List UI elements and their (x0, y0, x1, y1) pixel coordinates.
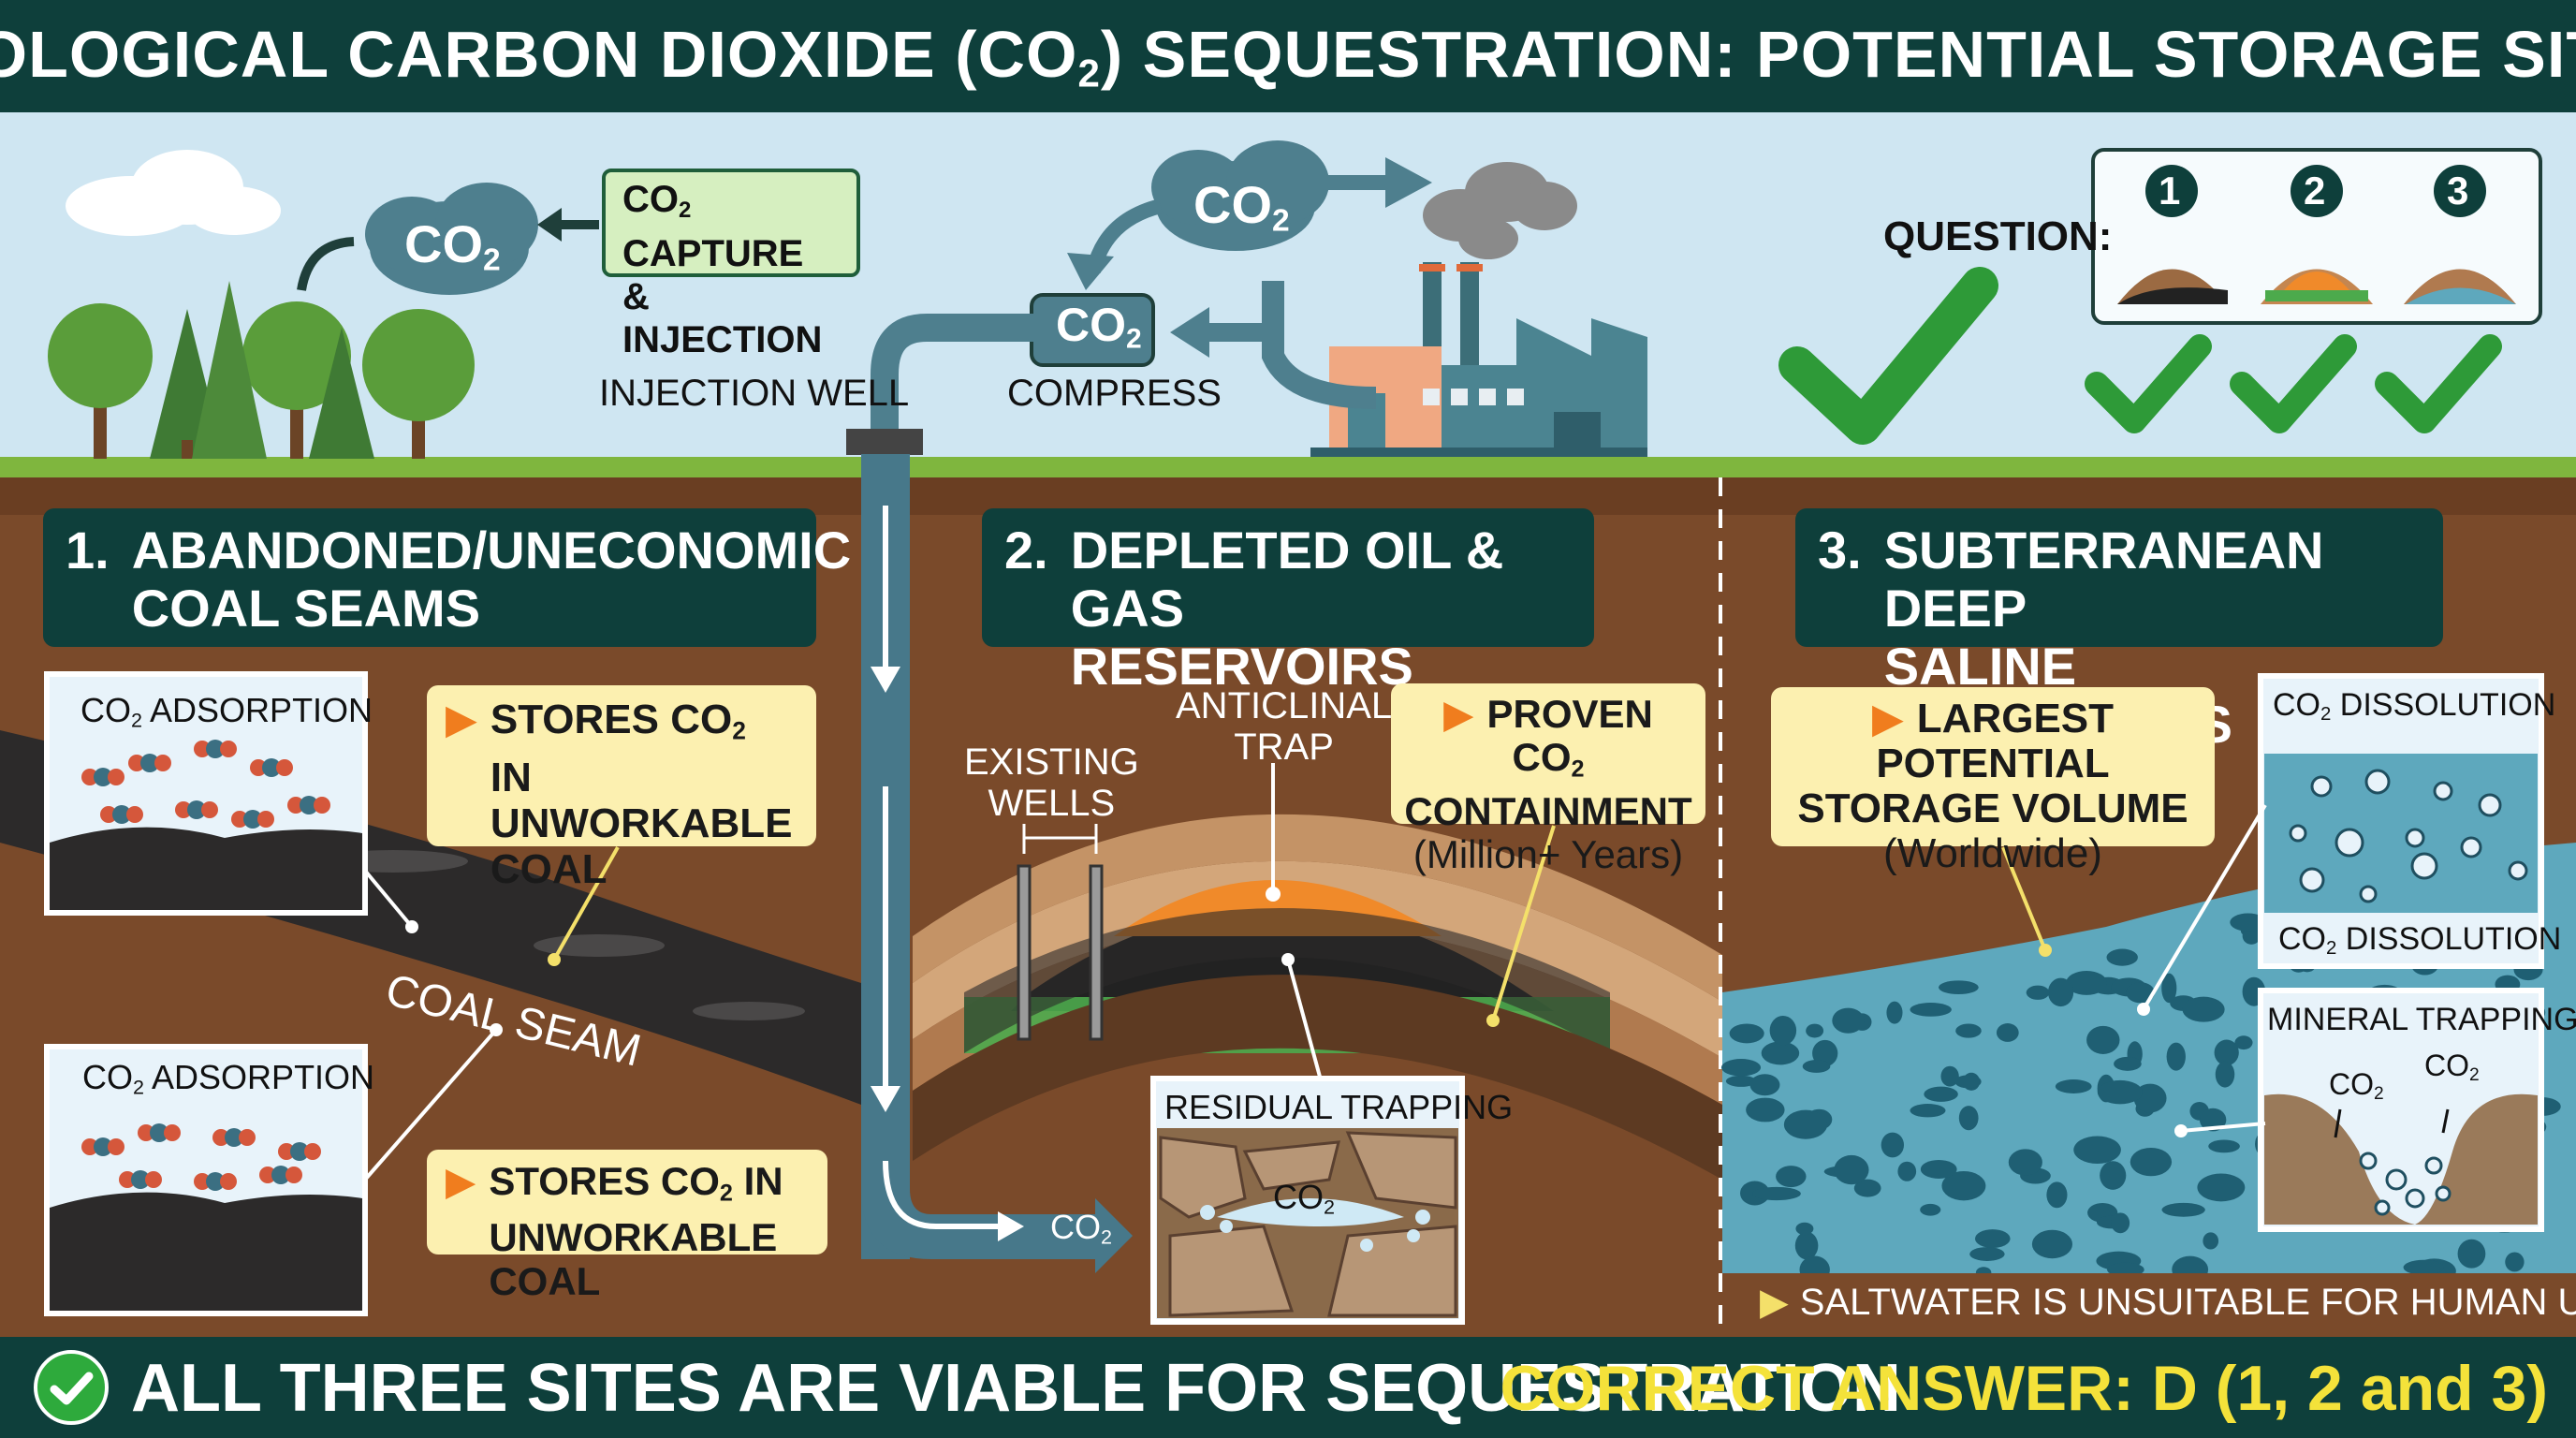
correct-answer-text: CORRECT ANSWER: D (1, 2 and 3) (1500, 1353, 2548, 1424)
question-icons (2117, 165, 2516, 304)
question-box (2091, 148, 2542, 325)
forest (48, 281, 475, 459)
co2-cloud-top-label: CO2 (1193, 175, 1290, 239)
coal-inset-2 (44, 1044, 368, 1316)
residual-trapping-title: RESIDUAL TRAPPING (1164, 1088, 1514, 1126)
existing-wells (1017, 824, 1104, 1041)
small-check-icons (2085, 334, 2502, 433)
coal-inset-2-title: CO2 ADSORPTION (82, 1058, 375, 1099)
coal-inset-1 (44, 671, 368, 916)
residual-co2-label: CO2 (1273, 1178, 1336, 1219)
mineral-co2-b: CO2 (2424, 1049, 2480, 1085)
question-option-2: 2 (2304, 169, 2326, 213)
well-outlet-label: CO2 (1050, 1208, 1113, 1249)
oil-note: ▶PROVEN CO2 CONTAINMENT (Million+ Years) (1391, 683, 1705, 876)
mineral-trapping-inset (2258, 988, 2544, 1232)
compressor-label: CO2 (1056, 299, 1142, 355)
mineral-co2-a: CO2 (2329, 1067, 2384, 1104)
question-label: QUESTION: (1883, 213, 2113, 259)
co2-cloud-left (365, 183, 538, 295)
question-option-1: 1 (2159, 169, 2181, 213)
injection-well-label: INJECTION WELL (599, 373, 910, 414)
co2-cloud-left-label: CO2 (404, 214, 501, 278)
wellhead (846, 429, 923, 455)
dissolution-bottom-title: CO2 DISSOLUTION (2278, 921, 2562, 960)
saline-note: ▶LARGEST POTENTIAL STORAGE VOLUME (World… (1771, 687, 2215, 876)
grass-strip (0, 457, 2576, 477)
saltwater-note: ▶SALTWATER IS UNSUITABLE FOR HUMAN USE (1760, 1282, 2576, 1323)
factory-smoke (1423, 162, 1577, 259)
residual-trapping-inset (1150, 1076, 1465, 1325)
co2-cloud-top (1151, 140, 1329, 251)
dissolution-inset (2258, 673, 2544, 969)
compress-label: COMPRESS (1007, 373, 1222, 414)
mineral-trapping-title: MINERAL TRAPPING (2267, 1002, 2576, 1037)
capture-injection-box: CO2 CAPTURE & INJECTION (602, 169, 860, 360)
big-check-icon (1778, 267, 1998, 445)
dissolution-top-title: CO2 DISSOLUTION (2273, 687, 2556, 726)
check-circle-icon (34, 1350, 109, 1425)
footer-bar: ALL THREE SITES ARE VIABLE FOR SEQUESTRA… (0, 1337, 2576, 1438)
rock-layers (913, 814, 1722, 1180)
well-flow-arrows (883, 506, 1002, 1229)
question-option-3: 3 (2447, 169, 2469, 213)
coal-inset-1-title: CO2 ADSORPTION (80, 691, 373, 732)
sky-cloud (66, 150, 281, 236)
conclusion-text: ALL THREE SITES ARE VIABLE FOR SEQUESTRA… (131, 1351, 1901, 1426)
page-title: GEOLOGICAL CARBON DIOXIDE (CO2) SEQUESTR… (0, 0, 2576, 112)
